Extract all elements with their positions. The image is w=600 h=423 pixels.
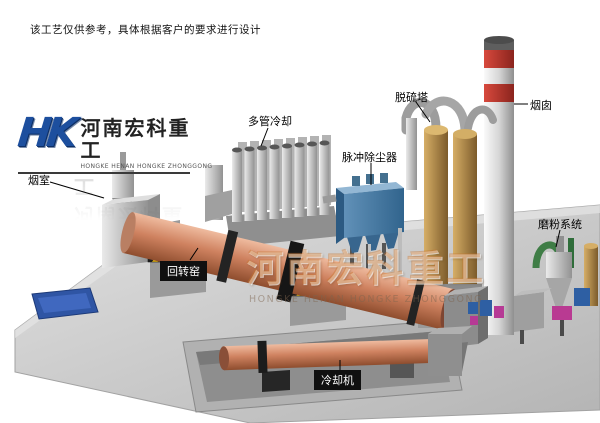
multi-tube-cooler-graphic: [205, 135, 340, 247]
label-chimney: 烟囱: [530, 99, 552, 112]
grinding-system-graphic: [514, 236, 598, 344]
label-grinding-system: 磨粉系统: [538, 218, 582, 231]
cooling-machine-graphic: [218, 326, 472, 392]
label-leader-lines: [49, 101, 561, 370]
label-multi-tube-cooler: 多管冷却: [248, 115, 292, 128]
water-pad: [31, 287, 99, 320]
label-cooling-machine: 冷却机: [314, 370, 361, 390]
brand-logo: HK 河南宏科重工 HONGKE HENAN HONGKE ZHONGGONG …: [15, 110, 212, 232]
label-desulfurization-tower: 脱硫塔: [395, 91, 428, 104]
disclaimer-note: 该工艺仅供参考，具体根据客户的要求进行设计: [30, 24, 261, 36]
logo-divider: [18, 172, 190, 174]
pulse-dust-collector-graphic: [322, 173, 404, 272]
service-pole: [398, 228, 402, 298]
chimney-graphic: [484, 36, 514, 335]
label-pulse-dust-collector: 脉冲除尘器: [342, 151, 397, 164]
logo-reflection: 河南宏科重工: [74, 175, 184, 228]
label-smoke-chamber: 烟室: [28, 174, 50, 187]
logo-hk-mark: HK: [15, 110, 75, 156]
logo-company-cn: 河南宏科重工: [80, 116, 191, 162]
label-rotary-kiln: 回转窑: [160, 261, 207, 281]
logo-company-en: HONGKE HENAN HONGKE ZHONGGONG: [80, 163, 213, 170]
discharge-accessories: [480, 300, 504, 318]
